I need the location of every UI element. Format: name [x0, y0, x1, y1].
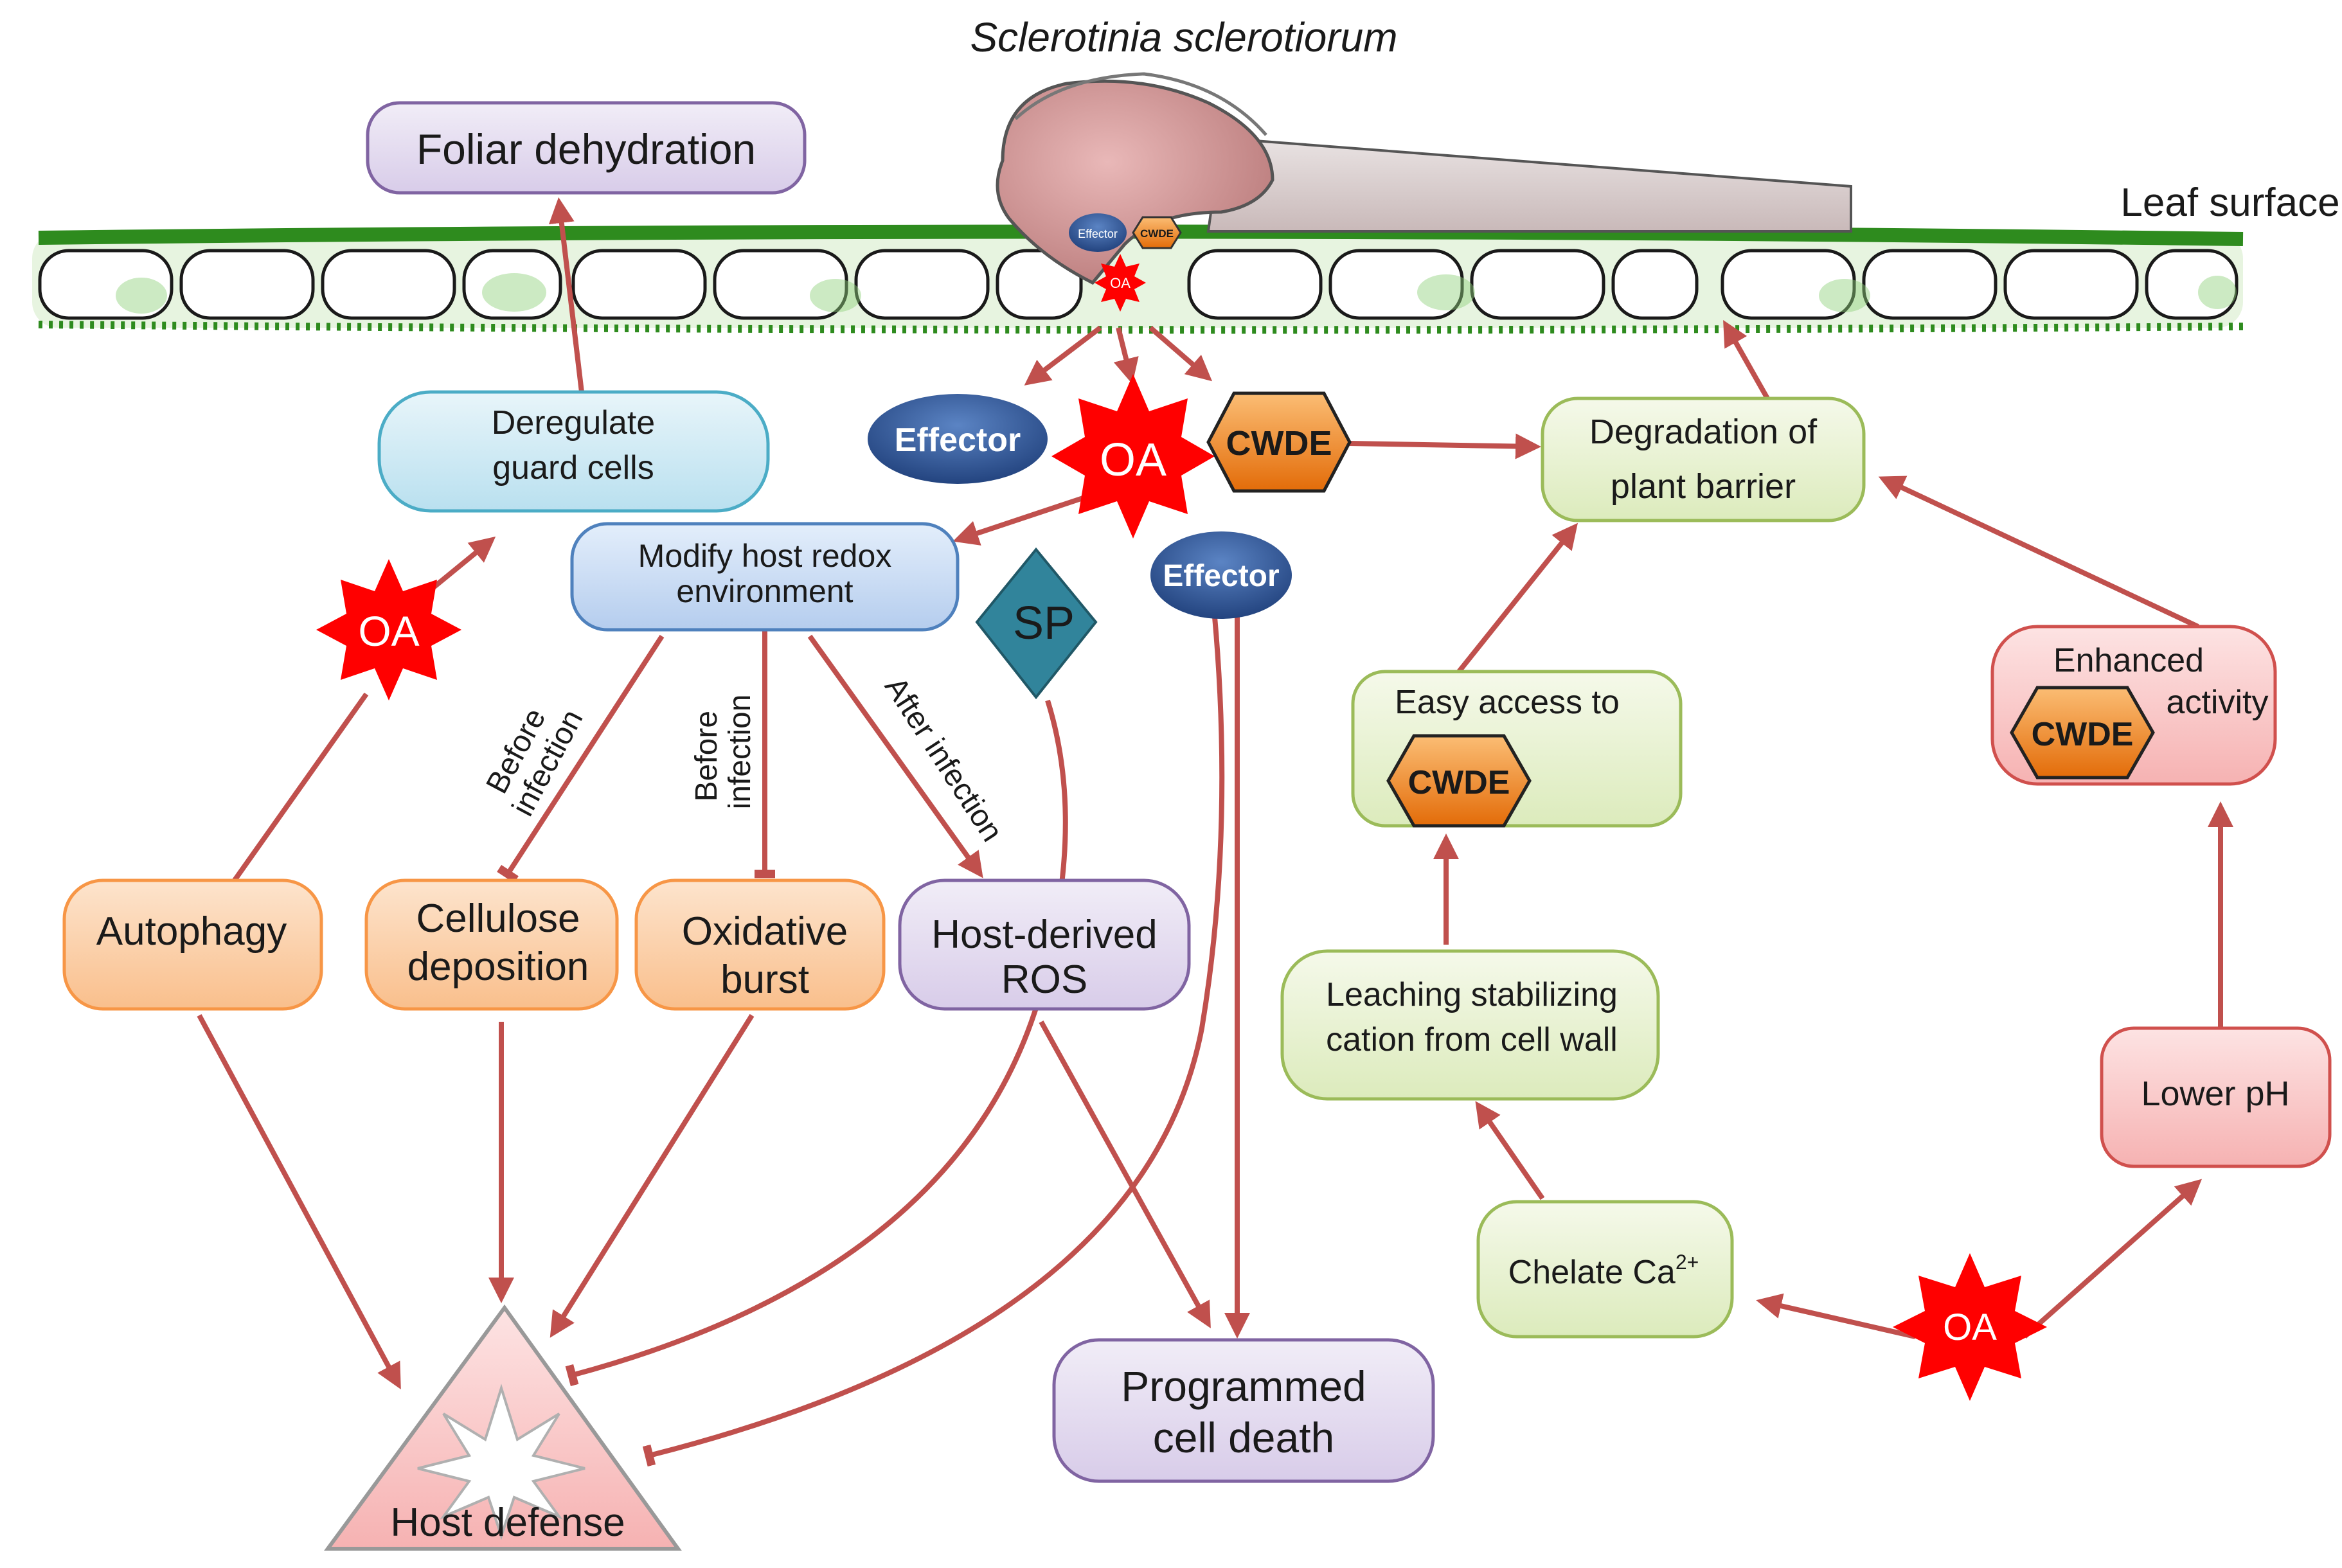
effector-main-label: Effector	[895, 422, 1021, 459]
node-oa-left: OA	[316, 559, 461, 700]
activity-label: activity	[2167, 684, 2269, 721]
edge-sp-to-defense	[565, 699, 1068, 1387]
cwde-enhanced-hex	[2010, 686, 2155, 780]
modify-redox-line2: environment	[676, 573, 853, 609]
node-host-ros: Host-derived ROS	[898, 878, 1191, 1011]
edge-chelate-to-leaching	[1475, 1101, 1545, 1200]
oxidative-line1: Oxidative	[682, 909, 848, 954]
chelate-label: Chelate Ca2+	[1508, 1251, 1699, 1291]
diagram-title: Sclerotinia sclerotiorum	[970, 14, 1397, 60]
edge-effector-to-defense	[642, 616, 1225, 1467]
leaching-line2: cation from cell wall	[1326, 1021, 1618, 1058]
oxidative-line2: burst	[720, 958, 809, 1002]
degradation-label-line1: Degradation of	[1589, 413, 1818, 451]
node-enhanced-activity: Enhanced activity CWDE	[1990, 625, 2277, 786]
modify-redox-line1: Modify host redox	[638, 538, 892, 574]
pcd-line2: cell death	[1153, 1414, 1335, 1461]
node-degradation: Degradation of plant barrier	[1541, 396, 1866, 522]
fungus-cwde-small-label: CWDE	[1140, 227, 1174, 240]
edge-fungus-to-effector	[1024, 325, 1102, 386]
easy-access-label: Easy access to	[1395, 684, 1620, 721]
fungus-cwde-small	[1132, 216, 1182, 249]
edge-cwde-to-degradation	[1349, 433, 1541, 459]
pcd-line1: Programmed	[1121, 1362, 1366, 1410]
deregulate-label-line2: guard cells	[492, 449, 654, 486]
node-easy-access: Easy access to CWDE	[1351, 670, 1683, 828]
edge-enhanced-to-degradation	[1878, 476, 2199, 629]
node-oa-main: OA	[1051, 374, 1215, 539]
node-leaching: Leaching stabilizing cation from cell wa…	[1280, 949, 1660, 1101]
edge-oa-to-chelate	[1756, 1293, 1916, 1339]
degradation-label-line2: plant barrier	[1611, 467, 1796, 506]
node-autophagy: Autophagy	[62, 878, 323, 1011]
node-effector-secondary: Effector	[1150, 531, 1292, 619]
cwde-easy-label: CWDE	[1408, 764, 1510, 801]
cwde-main-label: CWDE	[1226, 424, 1332, 463]
node-host-defense: Host defense	[324, 1304, 682, 1551]
deregulate-label-line1: Deregulate	[492, 404, 655, 441]
fungus-illustration: Effector CWDE OA	[996, 72, 1852, 312]
fungus-oa-small-label: OA	[1110, 275, 1131, 291]
oa-bottom-label: OA	[1943, 1306, 1997, 1348]
sp-label: SP	[1013, 598, 1075, 649]
node-lower-ph: Lower pH	[2100, 1026, 2332, 1168]
node-oxidative-burst: Oxidative burst	[634, 878, 886, 1011]
edge-fungus-to-cwde	[1149, 325, 1213, 382]
autophagy-label: Autophagy	[96, 909, 287, 954]
edge-oxidative-to-defense	[550, 1013, 755, 1338]
edge-redox-to-cellulose	[497, 634, 665, 884]
lower-ph-label: Lower pH	[2141, 1074, 2289, 1113]
burst-icon	[417, 1384, 586, 1540]
cellulose-line1: Cellulose	[416, 896, 580, 941]
effector-secondary-label: Effector	[1163, 559, 1279, 593]
node-foliar-dehydration: Foliar dehydration	[366, 101, 807, 195]
node-deregulate-guard-cells: Deregulate guard cells	[377, 390, 770, 513]
node-modify-redox: Modify host redox environment	[570, 522, 960, 632]
edge-guard-to-dehydration	[548, 197, 584, 393]
edge-autophagy-to-defense	[197, 1014, 401, 1390]
oa-main-label: OA	[1100, 434, 1167, 486]
fungus-effector-small-label: Effector	[1078, 227, 1118, 240]
host-defense-label: Host defense	[390, 1501, 625, 1545]
label-before-infection-a: Before infection	[476, 688, 590, 821]
node-programmed-cell-death: Programmed cell death	[1052, 1338, 1435, 1483]
edge-oaleft-to-autophagy	[208, 692, 369, 913]
node-cellulose: Cellulose deposition	[364, 878, 619, 1011]
connectors	[197, 197, 2233, 1467]
host-ros-line1: Host-derived	[931, 913, 1157, 957]
edge-fungus-to-oa	[1113, 327, 1139, 384]
node-sp: SP	[975, 547, 1098, 700]
node-oa-bottom: OA	[1893, 1253, 2047, 1401]
foliar-dehydration-label: Foliar dehydration	[416, 125, 756, 173]
leaf-surface-label: Leaf surface	[2120, 181, 2339, 225]
edge-degradation-to-leaf	[1723, 320, 1770, 400]
edge-labels: Before infection Before infection After …	[476, 671, 1010, 848]
node-chelate: Chelate Ca2+	[1476, 1200, 1734, 1339]
leaching-line1: Leaching stabilizing	[1326, 976, 1618, 1013]
node-effector-main: Effector	[868, 394, 1048, 484]
edge-easy-to-degradation	[1456, 522, 1578, 673]
cellulose-line2: deposition	[407, 945, 589, 989]
label-before-infection-b: Before infection	[690, 695, 757, 810]
edge-redox-to-ros	[807, 634, 983, 878]
cwde-easy-hex	[1386, 734, 1532, 828]
cwde-enhanced-label: CWDE	[2032, 716, 2134, 753]
edge-oa-to-lowerph	[2023, 1179, 2202, 1339]
edge-oa-to-redox	[952, 492, 1094, 546]
enhanced-label: Enhanced	[2053, 642, 2204, 679]
oa-left-label: OA	[358, 607, 419, 655]
edge-ros-to-pcd	[1039, 1020, 1211, 1329]
fungus-effector-small	[1069, 213, 1127, 252]
host-ros-line2: ROS	[1001, 958, 1087, 1002]
fungus-oa-small	[1095, 254, 1146, 312]
node-cwde-main: CWDE	[1206, 391, 1352, 493]
